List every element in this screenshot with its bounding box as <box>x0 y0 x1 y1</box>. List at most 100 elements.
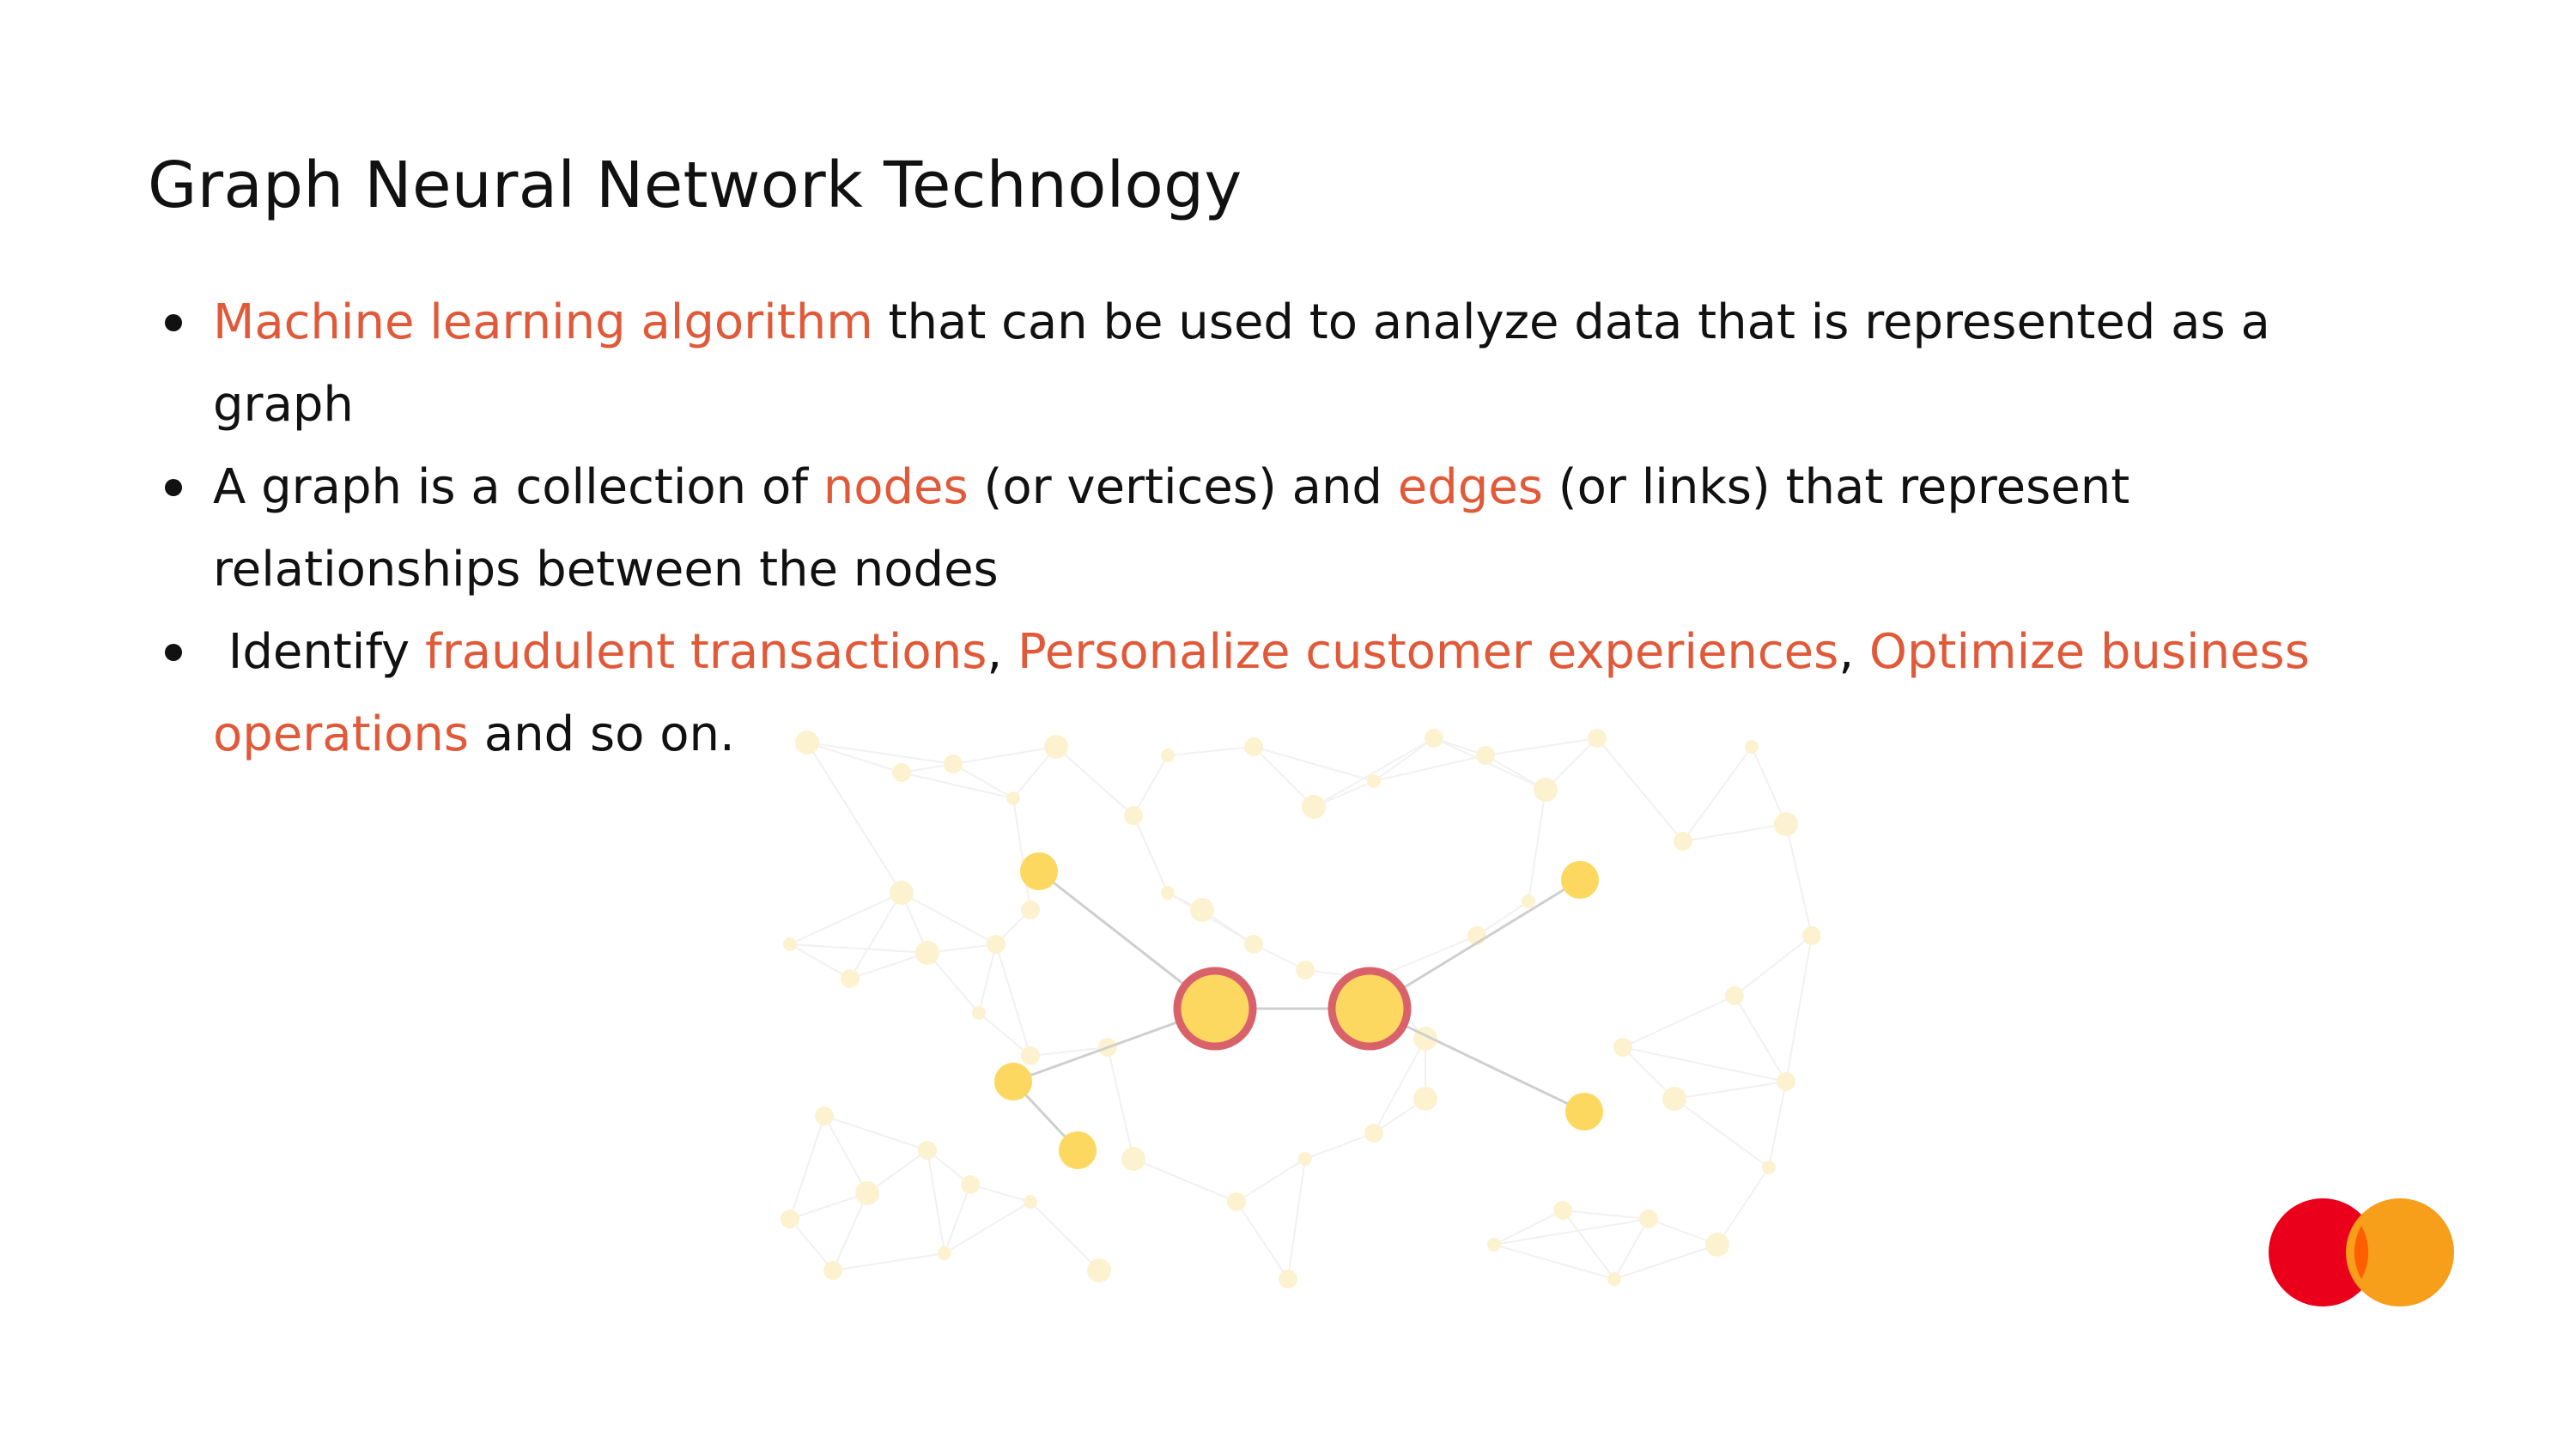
background-edge <box>1167 746 1255 756</box>
background-edge <box>927 1149 945 1254</box>
background-edge <box>1622 995 1735 1048</box>
background-edge <box>1493 1210 1564 1246</box>
background-node <box>1244 935 1263 954</box>
highlight-term: Personalize customer experiences <box>1017 624 1839 680</box>
background-node <box>1487 1238 1501 1252</box>
background-node <box>890 881 914 905</box>
bullet-dot-icon <box>165 479 182 496</box>
background-node <box>1774 812 1798 836</box>
bullet-text-2: A graph is a collection of nodes (or ver… <box>213 459 2129 597</box>
background-edge <box>1613 1244 1718 1280</box>
background-edge <box>944 1201 1031 1254</box>
background-edge <box>1373 755 1486 782</box>
background-edge <box>832 1252 945 1271</box>
background-edge <box>1751 746 1787 825</box>
graph-node <box>994 1063 1032 1100</box>
background-edge <box>1030 1046 1109 1057</box>
background-edge <box>1030 1201 1100 1271</box>
highlight-term: Machine learning algorithm <box>213 294 873 350</box>
background-node <box>841 969 860 988</box>
bullet-item-2: A graph is a collection of nodes (or ver… <box>155 446 2353 611</box>
background-edge <box>1476 900 1529 937</box>
network-graph-illustration <box>781 729 1820 1288</box>
background-edge <box>1648 1218 1718 1246</box>
background-edge <box>1253 746 1315 808</box>
background-edge <box>1493 1218 1649 1246</box>
bullet-text-segment: that can be used to analyze data that is… <box>213 294 2270 433</box>
bullet-text-segment: Identify <box>213 624 425 680</box>
mastercard-logo-icon <box>2269 1198 2454 1307</box>
background-node <box>1522 894 1535 908</box>
background-edge <box>1485 737 1598 756</box>
bullet-dot-icon <box>165 644 182 661</box>
background-node <box>1190 898 1214 922</box>
bullet-item-3: Identify fraudulent transactions, Person… <box>155 611 2353 776</box>
background-edge <box>1167 892 1255 945</box>
background-node <box>1364 1124 1383 1143</box>
bullet-text-segment: and so on. <box>469 706 735 762</box>
logo-right-circle <box>2346 1198 2454 1307</box>
highlight-term: nodes <box>823 459 969 515</box>
graph-node <box>1561 861 1599 899</box>
graph-focus-node <box>1327 967 1412 1051</box>
background-edge <box>1133 755 1169 816</box>
bullet-item-1: Machine learning algorithm that can be u… <box>155 282 2353 446</box>
background-edge <box>789 943 928 954</box>
bullet-text-segment: , <box>987 624 1018 680</box>
background-node <box>1298 1152 1312 1166</box>
background-edge <box>969 1184 1031 1203</box>
background-edge <box>1734 935 1813 997</box>
background-edge <box>1055 746 1134 816</box>
background-edge <box>789 1115 825 1220</box>
background-node <box>1588 729 1607 748</box>
background-edge <box>789 943 851 979</box>
background-edge <box>849 892 902 979</box>
background-edge <box>1107 1046 1134 1160</box>
background-node <box>972 1006 986 1020</box>
bullet-text-segment: A graph is a collection of <box>213 459 823 515</box>
background-edge <box>1734 995 1787 1082</box>
bullet-text-1: Machine learning algorithm that can be u… <box>213 294 2270 433</box>
background-node <box>944 755 963 773</box>
background-edge <box>1528 789 1546 902</box>
background-edge <box>978 1012 1031 1057</box>
background-edge <box>952 746 1057 765</box>
background-edge <box>866 1149 928 1194</box>
background-node <box>1777 1072 1795 1091</box>
background-node <box>1607 1272 1621 1286</box>
background-node <box>915 941 939 965</box>
background-node <box>1006 791 1020 805</box>
background-node <box>781 1210 799 1228</box>
background-edge <box>1622 1046 1787 1082</box>
background-edge <box>1493 1244 1615 1280</box>
background-edge <box>1785 935 1813 1082</box>
background-node <box>1367 774 1381 788</box>
background-node <box>1244 737 1263 756</box>
background-edge <box>1545 737 1598 791</box>
logo-left-circle <box>2269 1198 2377 1307</box>
background-node <box>1087 1258 1111 1282</box>
background-edge <box>823 1115 868 1194</box>
background-edge <box>823 1115 928 1151</box>
background-node <box>815 1106 834 1125</box>
background-edge <box>1133 1158 1237 1203</box>
background-edge <box>1674 1098 1770 1168</box>
background-edge <box>1613 1218 1649 1280</box>
background-edge <box>927 952 980 1014</box>
background-edge <box>1373 1038 1426 1134</box>
background-node <box>1413 1087 1437 1111</box>
bullet-text-segment: , <box>1838 624 1869 680</box>
background-edge <box>849 952 928 979</box>
background-edge <box>1768 1081 1787 1168</box>
background-edge <box>1304 1132 1375 1160</box>
background-edge <box>1373 935 1478 979</box>
background-edge <box>1253 746 1375 782</box>
highlight-term: Optimize business operations <box>213 624 2310 762</box>
background-edge <box>944 1184 971 1254</box>
background-edge <box>1682 746 1753 842</box>
background-node <box>1674 832 1692 851</box>
slide-title: Graph Neural Network Technology <box>148 149 1242 222</box>
background-edge <box>806 742 902 773</box>
background-node <box>1024 1195 1037 1209</box>
background-node <box>1476 746 1495 765</box>
